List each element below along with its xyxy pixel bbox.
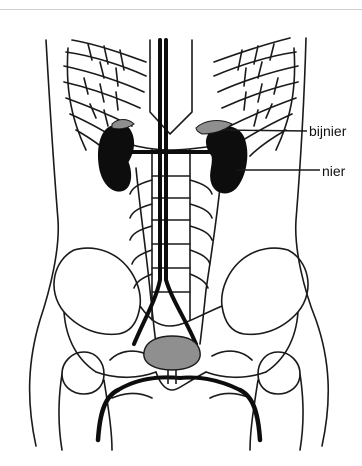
femurs (59, 374, 303, 450)
torso-outline-right (296, 38, 329, 446)
kidney-right (206, 127, 246, 193)
sternum (150, 40, 192, 134)
label-kidney: nier (322, 164, 345, 178)
adrenal-gland-left (112, 120, 134, 129)
label-adrenal: bijnier (309, 124, 346, 138)
leader-adrenal (222, 130, 307, 131)
iliac-right (240, 390, 260, 440)
bladder (144, 336, 200, 370)
torso-outline-left (30, 40, 59, 446)
kidney-left (99, 124, 134, 191)
pelvis (54, 248, 308, 394)
